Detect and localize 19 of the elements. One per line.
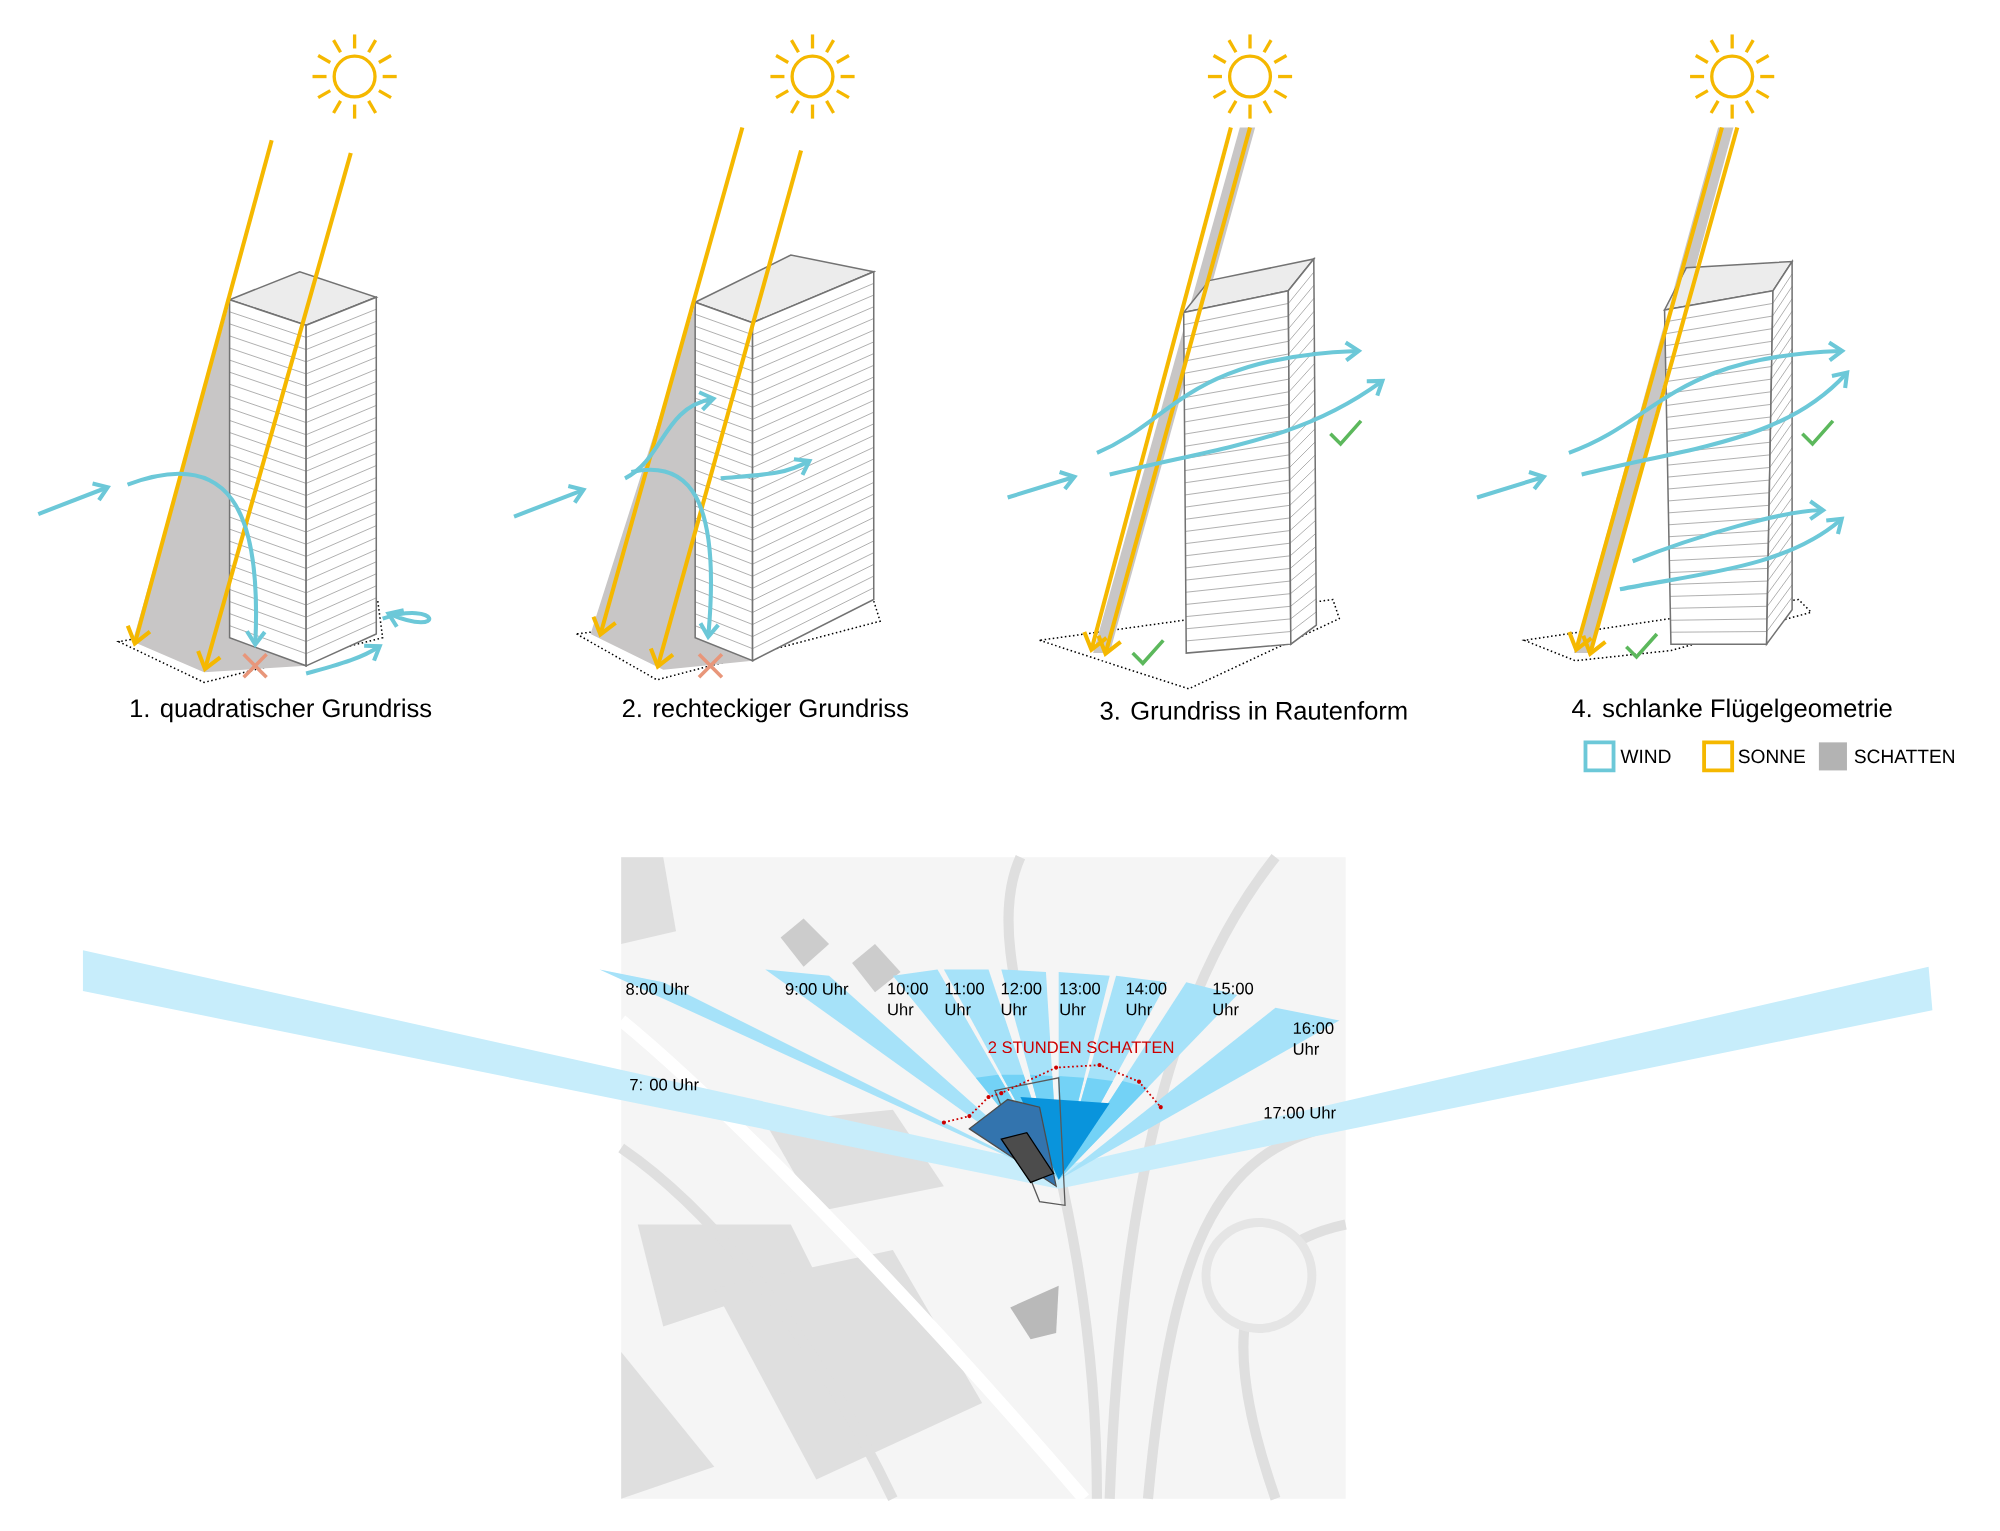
caption: 2. rechteckiger Grundriss bbox=[622, 698, 909, 723]
time-label: 14:00 Uhr bbox=[1126, 982, 1167, 1016]
caption: 1. quadratischer Grundriss bbox=[131, 698, 432, 723]
time-label: 8:00 Uhr bbox=[626, 982, 689, 996]
time-label: 11:00 Uhr bbox=[945, 982, 984, 1016]
legend-label: SONNE bbox=[1738, 749, 1805, 764]
caption: 3. Grundriss in Rautenform bbox=[1100, 701, 1407, 720]
time-label: 12:00 Uhr bbox=[1001, 982, 1042, 1016]
time-label: 7: 00 Uhr bbox=[630, 1078, 699, 1091]
time-label: 10:00 Uhr bbox=[888, 982, 928, 1016]
legend-label: WIND bbox=[1620, 750, 1671, 764]
time-label: 16:00 Uhr bbox=[1293, 1022, 1334, 1056]
caption: 4. schlanke Flügelgeometrie bbox=[1572, 698, 1892, 723]
shadow-duration-label: 2 STUNDEN SCHATTEN bbox=[988, 1041, 1174, 1054]
time-label: 17:00 Uhr bbox=[1264, 1106, 1336, 1119]
time-label: 15:00 Uhr bbox=[1213, 982, 1254, 1016]
time-label: 13:00 Uhr bbox=[1060, 982, 1101, 1016]
time-label: 9:00 Uhr bbox=[785, 982, 849, 996]
legend-label: SCHATTEN bbox=[1854, 749, 1954, 764]
